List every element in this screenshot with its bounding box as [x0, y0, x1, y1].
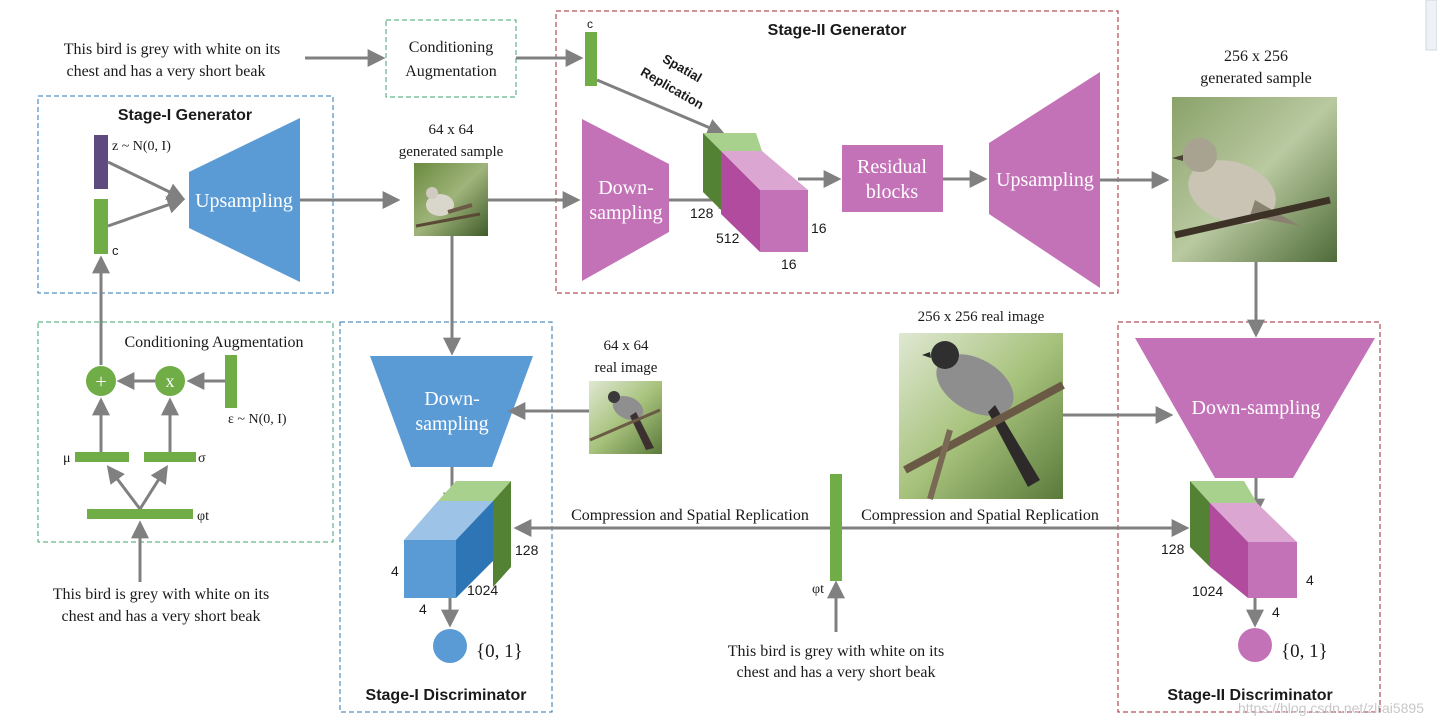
real64-label-line2: real image [595, 360, 658, 376]
stage2-dim-512: 512 [716, 230, 740, 246]
ca-top-line1: Conditioning [409, 39, 493, 56]
times-node [155, 366, 185, 396]
residual-line2: blocks [866, 181, 918, 203]
sample256-image [1172, 97, 1337, 262]
caption-left-line2: chest and has a very short beak [61, 608, 260, 625]
stage1-generator-title: Stage-I Generator [118, 107, 252, 124]
stage1-discriminator-title: Stage-I Discriminator [366, 687, 527, 704]
caption-left-line1: This bird is grey with white on its [53, 586, 269, 603]
stage1-downsampling-block [370, 356, 533, 467]
stage2-generator-frame [555, 10, 1119, 294]
stage2-discriminator-title: Stage-II Discriminator [1167, 687, 1332, 704]
z-vector [94, 135, 108, 189]
stage2-disc-dim-4b: 4 [1272, 604, 1280, 620]
sample64-image [414, 163, 488, 236]
stage2-output-label: {0, 1} [1281, 641, 1328, 662]
stage2-dim-16b: 16 [781, 256, 797, 272]
stage1-downsampling-line2: sampling [415, 413, 488, 435]
arrow-phi-to-mu [106, 465, 142, 510]
stage1-dim-4b: 4 [419, 601, 427, 617]
epsilon-label: ε ~ N(0, I) [228, 412, 287, 427]
stage1-dim-128: 128 [515, 542, 539, 558]
stage2-disc-feature-cube [1190, 481, 1297, 598]
caption-bottom-line2: chest and has a very short beak [736, 664, 935, 681]
c-label: c [112, 243, 119, 258]
conditioning-augmentation-frame [37, 321, 334, 543]
stage1-feature-cube [404, 481, 511, 598]
scroll-tab[interactable] [1425, 0, 1437, 51]
plus-node [86, 366, 116, 396]
plus-symbol: + [95, 371, 106, 393]
epsilon-vector [225, 355, 237, 408]
arrow-z-to-upsampling [107, 160, 186, 200]
stage1-downsampling-line1: Down- [424, 388, 480, 410]
stage1-upsampling-block [189, 118, 300, 282]
stage2-disc-dim-128: 128 [1161, 541, 1185, 557]
stage2-generator-title: Stage-II Generator [768, 22, 907, 39]
sample256-label-line2: generated sample [1200, 70, 1312, 87]
stage2-dim-128: 128 [690, 205, 714, 221]
compression-left-label: Compression and Spatial Replication [571, 507, 809, 524]
caption-top-line1: This bird is grey with white on its [64, 41, 280, 58]
stage2-disc-dim-4a: 4 [1306, 572, 1314, 588]
stage1-dim-4a: 4 [391, 563, 399, 579]
arrow-phi-to-sigma [138, 464, 168, 510]
stage1-output-label: {0, 1} [476, 641, 523, 662]
phi-vector-left [87, 509, 193, 519]
sample256-label-line1: 256 x 256 [1224, 48, 1288, 65]
arrow-spatial-replication [596, 78, 726, 136]
stage1-dim-1024: 1024 [467, 582, 498, 598]
arrow-c-to-upsampling [107, 196, 186, 228]
stage1-generator-frame [37, 95, 334, 294]
real64-label-line1: 64 x 64 [604, 338, 650, 354]
phi-label-left: φt [197, 509, 209, 524]
phi-vector-center [830, 474, 842, 581]
ca-top-line2: Augmentation [405, 63, 497, 80]
compression-right-label: Compression and Spatial Replication [861, 507, 1099, 524]
mu-label: μ [63, 451, 71, 466]
stage1-discriminator-frame [339, 321, 553, 713]
stage2-c-vector [585, 32, 597, 86]
stage2-downsampling-disc-label: Down-sampling [1192, 397, 1321, 419]
residual-line1: Residual [857, 156, 927, 178]
watermark: https://blog.csdn.net/zlrai5895 [1238, 700, 1424, 716]
sigma-label: σ [198, 451, 206, 466]
real64-image [589, 381, 662, 454]
phi-label-center: φt [812, 582, 824, 597]
ca-left-title: Conditioning Augmentation [124, 334, 303, 351]
stage2-upsampling-block [989, 72, 1100, 288]
stage2-dim-16a: 16 [811, 220, 827, 236]
stage2-downsampling-line2: sampling [589, 202, 662, 224]
stage2-output-node [1238, 628, 1272, 662]
real256-image [899, 333, 1065, 500]
stage2-feature-cube [703, 133, 808, 252]
times-symbol: x [166, 371, 175, 391]
conditioning-augmentation-top-frame [385, 19, 517, 98]
stage2-c-label: c [587, 17, 593, 31]
sample64-label-line1: 64 x 64 [429, 122, 475, 138]
sigma-vector [144, 452, 196, 462]
stage2-disc-dim-1024: 1024 [1192, 583, 1223, 599]
stage1-output-node [433, 629, 467, 663]
z-label: z ~ N(0, I) [112, 139, 171, 154]
stage2-downsampling-line1: Down- [598, 177, 654, 199]
c-vector [94, 199, 108, 254]
sample64-label-line2: generated sample [399, 144, 504, 160]
stage2-downsampling-block [582, 119, 669, 281]
caption-top-line2: chest and has a very short beak [66, 63, 265, 80]
caption-bottom-line1: This bird is grey with white on its [728, 643, 944, 660]
residual-blocks [842, 145, 943, 212]
stage1-upsampling-label: Upsampling [195, 190, 293, 212]
stage2-downsampling-disc-block [1135, 338, 1375, 478]
mu-vector [75, 452, 129, 462]
real256-label: 256 x 256 real image [918, 309, 1045, 325]
stage2-upsampling-label: Upsampling [996, 169, 1094, 191]
